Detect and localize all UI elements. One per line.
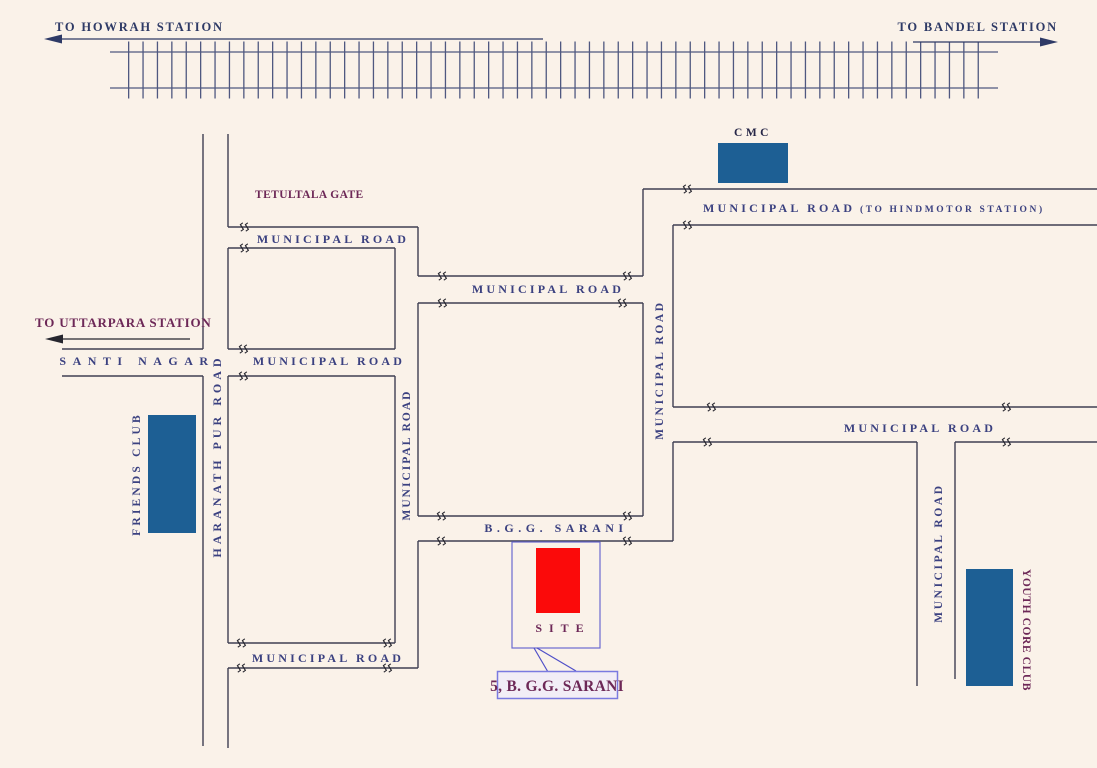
railway-rails (110, 51, 998, 89)
haranath-pur-road-lines (202, 134, 229, 748)
cmc-building (718, 143, 788, 183)
callout-pointer (533, 647, 577, 673)
to-bandel-station-label: TO BANDEL STATION (897, 20, 1058, 34)
upper-municipal-road-label: MUNICIPAL ROAD (257, 232, 409, 246)
uttarpara-direction-arrow (45, 334, 190, 344)
santi-nagar-label: SANTI NAGAR (59, 354, 214, 368)
vertical-east-municipal-road-label: MUNICIPAL ROAD (654, 300, 666, 439)
arrowhead-right-icon (1040, 37, 1058, 47)
site-marker (536, 548, 580, 613)
mid-municipal-road-lines (228, 348, 395, 377)
bgg-sarani-label: B.G.G. SARANI (484, 521, 627, 535)
bottom-municipal-road-lines (228, 642, 418, 669)
howrah-direction-arrow (44, 34, 543, 44)
arrowhead-left-icon (44, 34, 62, 44)
arrowhead-left-icon (45, 334, 63, 344)
site-address-box (496, 670, 619, 700)
santi-nagar-road-lines (62, 348, 203, 377)
vertical-west-municipal-road-label: MUNICIPAL ROAD (401, 390, 413, 521)
south-branch-municipal-road-lines (916, 442, 956, 686)
friends-club-building (148, 415, 196, 533)
vertical-municipal-road-east-lines (642, 189, 674, 541)
east-municipal-road-label: MUNICIPAL ROAD (844, 421, 996, 435)
friends-club-label: FRIENDS CLUB (131, 412, 143, 536)
hindmotor-municipal-road-label: MUNICIPAL ROAD (703, 201, 855, 215)
railway-track (110, 41, 998, 99)
site-address-label: 5, B. G.G. SARANI (490, 678, 624, 695)
bottom-municipal-road-label: MUNICIPAL ROAD (252, 651, 404, 665)
mid-municipal-road-label: MUNICIPAL ROAD (253, 354, 405, 368)
youth-core-club-building (966, 569, 1013, 686)
haranath-pur-road-label: HARANATH PUR ROAD (210, 354, 224, 557)
to-howrah-station-label: TO HOWRAH STATION (55, 20, 224, 34)
south-branch-municipal-road-label: MUNICIPAL ROAD (933, 483, 945, 622)
upper-municipal-road-lines (228, 226, 418, 249)
bandel-direction-arrow (913, 37, 1058, 47)
tetultala-gate-label: TETULTALA GATE (255, 189, 364, 201)
site-plot-outline (511, 541, 601, 649)
to-uttarpara-station-label: TO UTTARPARA STATION (35, 315, 212, 330)
youth-core-club-label: YOUTH CORE CLUB (1020, 569, 1032, 691)
vertical-municipal-road-west-lines (394, 227, 419, 668)
east-municipal-road-lines (673, 406, 1097, 443)
site-label: SITE (535, 621, 590, 635)
hindmotor-municipal-road-lines (643, 188, 1097, 226)
middle-municipal-road-lines (418, 275, 643, 304)
middle-municipal-road-label: MUNICIPAL ROAD (472, 282, 624, 296)
cmc-label: CMC (734, 127, 772, 139)
hindmotor-suffix-label: (TO HINDMOTOR STATION) (860, 204, 1045, 215)
